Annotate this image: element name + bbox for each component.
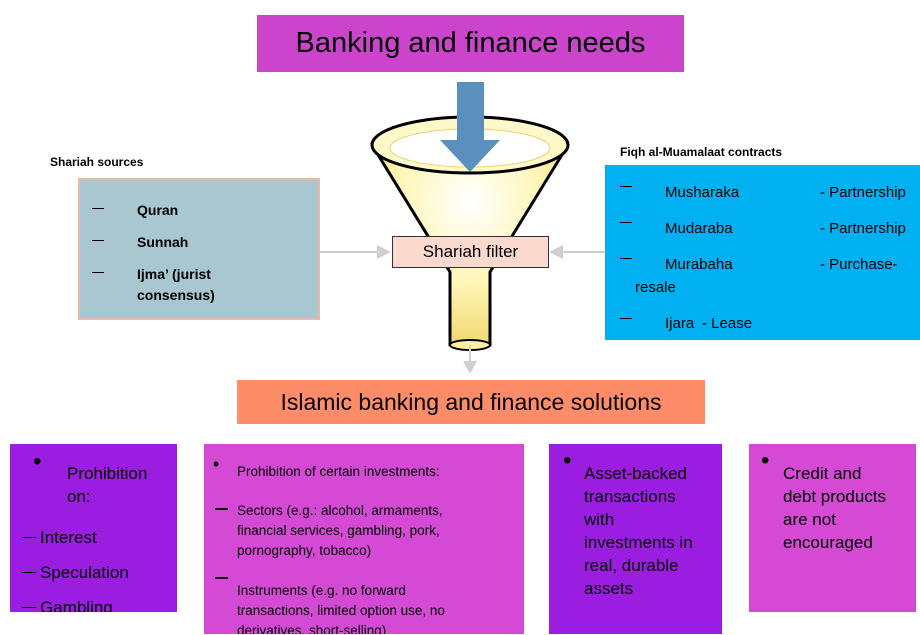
asset-line: real, durable: [584, 556, 679, 575]
source-item-ijma: Ijma’ (jurist consensus): [137, 266, 215, 303]
instruments-line: transactions, limited option use, no: [237, 603, 445, 618]
asset-line: with: [584, 510, 615, 529]
left-arrow: [377, 245, 391, 259]
contract-meaning: - Purchase-: [820, 256, 898, 273]
asset-line: investments in: [584, 533, 693, 552]
credit-line: debt products: [783, 487, 887, 506]
output-arrow: [463, 361, 477, 374]
input-arrow: [440, 82, 500, 172]
dash-icon: [215, 508, 228, 510]
sources-heading: Shariah sources: [50, 155, 144, 169]
dash-icon: [620, 222, 632, 223]
instruments-line: Instruments (e.g. no forward: [237, 583, 406, 598]
dash-icon: [22, 607, 36, 609]
bullet-icon: •: [213, 454, 220, 474]
dash-icon: [620, 258, 632, 259]
credit-line: Credit and: [783, 464, 862, 483]
contract-name: Musharaka: [665, 184, 740, 201]
sectors-line: Sectors (e.g.: alcohol, armaments,: [237, 503, 443, 518]
bullet-icon: •: [563, 447, 572, 474]
panel-line: on:: [67, 487, 91, 506]
bullet-icon: •: [33, 448, 42, 475]
contracts-heading: Fiqh al-Muamalaat contracts: [620, 145, 783, 159]
dash-icon: [215, 577, 228, 579]
contract-name: Mudaraba: [665, 220, 733, 237]
dash-icon: [22, 572, 36, 574]
dash-icon: [92, 240, 104, 241]
panel-line: Prohibition: [67, 464, 148, 483]
contract-meaning-wrap: resale: [635, 279, 676, 296]
instruments-line: derivatives, short-selling): [237, 623, 387, 634]
contracts-box: Musharaka - Partnership Mudaraba - Partn…: [605, 165, 920, 340]
asset-line: transactions: [584, 487, 676, 506]
contract-name: Murabaha: [665, 256, 733, 273]
asset-line: assets: [584, 579, 634, 598]
shariah-filter-box: Shariah filter: [392, 236, 549, 268]
prohibition-item: Speculation: [40, 563, 129, 582]
panel-credit: • Credit and debt products are not encou…: [749, 444, 916, 612]
panel-prohibition: • Prohibition on: Interest Speculation G…: [10, 444, 177, 612]
prohibition-item: Gambling: [40, 598, 113, 612]
sources-box: Quran Sunnah Ijma’ (jurist consensus): [78, 178, 320, 320]
panel-asset-backed: • Asset-backed transactions with investm…: [549, 444, 722, 634]
contract-name: Ijara: [665, 315, 695, 332]
bullet-icon: •: [761, 447, 770, 474]
right-arrow: [549, 245, 563, 259]
panel-investments: • Prohibition of certain investments: Se…: [204, 444, 524, 634]
contract-meaning: - Partnership: [820, 184, 906, 201]
sectors-line: pornography, tobacco): [237, 543, 372, 558]
solutions-label: Islamic banking and finance solutions: [280, 388, 662, 415]
source-item-quran: Quran: [137, 202, 179, 218]
contract-meaning: - Lease: [702, 315, 753, 332]
investments-heading: Prohibition of certain investments:: [237, 464, 440, 479]
dash-icon: [92, 208, 104, 209]
prohibition-item: Interest: [40, 528, 97, 547]
dash-icon: [22, 537, 36, 539]
filter-label: Shariah filter: [422, 242, 519, 261]
dash-icon: [620, 186, 632, 187]
title-box: Banking and finance needs: [257, 15, 684, 72]
title-text: Banking and finance needs: [295, 27, 646, 59]
asset-line: Asset-backed: [584, 464, 687, 483]
credit-line: are not: [783, 510, 836, 529]
contract-meaning: - Partnership: [820, 220, 906, 237]
sectors-line: financial services, gambling, pork,: [237, 523, 440, 538]
dash-icon: [92, 272, 104, 273]
source-item-sunnah: Sunnah: [137, 234, 189, 250]
dash-icon: [620, 318, 632, 319]
solutions-box: Islamic banking and finance solutions: [237, 380, 705, 424]
credit-line: encouraged: [783, 533, 873, 552]
